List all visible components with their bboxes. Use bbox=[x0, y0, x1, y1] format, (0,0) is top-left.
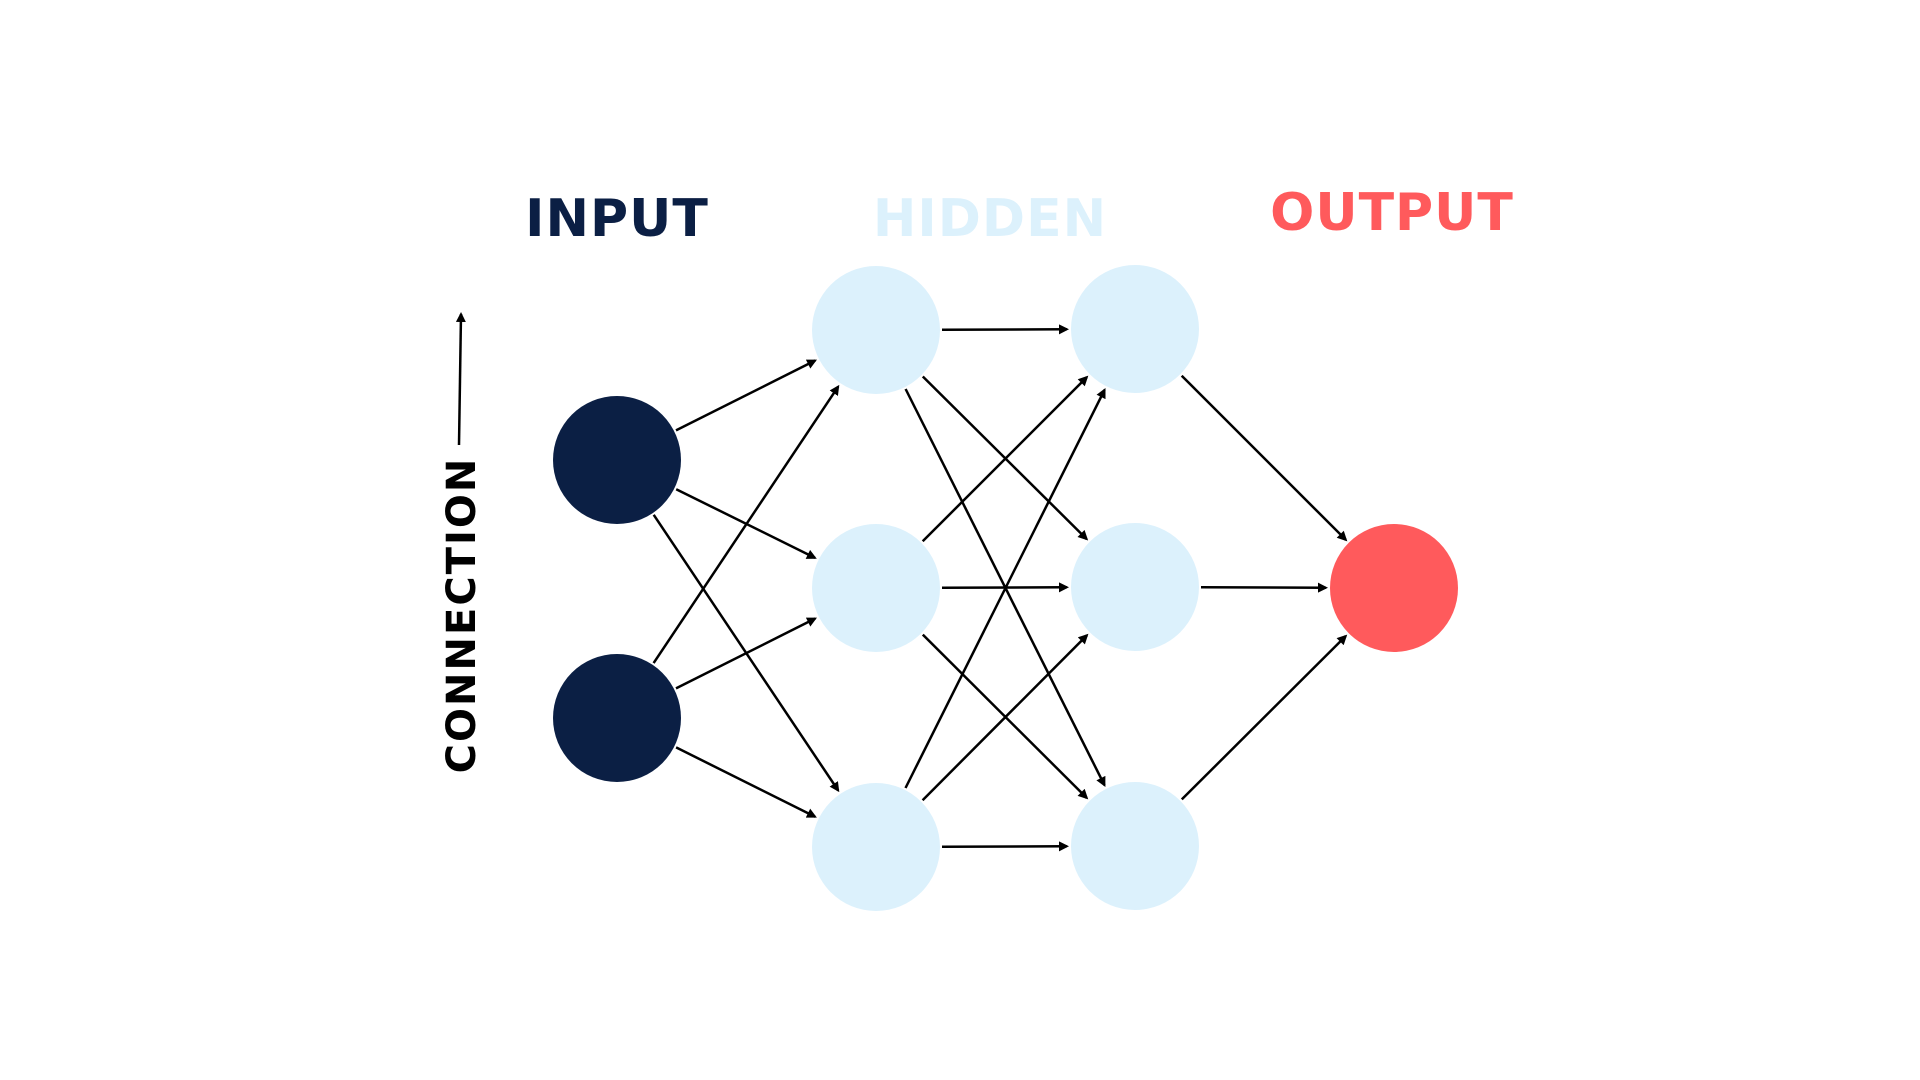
hidden-layer-label: HIDDEN bbox=[873, 189, 1107, 249]
edge-h1b-h2a bbox=[921, 375, 1089, 543]
connection-legend: CONNECTION bbox=[439, 312, 485, 774]
edge-h1c-h2b bbox=[921, 633, 1089, 802]
edge-h2a-o1 bbox=[1180, 374, 1348, 542]
output-layer-label: OUTPUT bbox=[1270, 183, 1514, 243]
edge-i2-h1a bbox=[652, 384, 840, 664]
input-node-i2 bbox=[553, 654, 681, 782]
edge-h2c-o1 bbox=[1180, 634, 1348, 801]
hidden-node-h2c bbox=[1071, 782, 1199, 910]
hidden-node-h1b bbox=[812, 524, 940, 652]
hidden-node-h2b bbox=[1071, 523, 1199, 651]
edge-i1-h1a bbox=[675, 359, 817, 432]
hidden-node-h1c bbox=[812, 783, 940, 911]
network-nodes bbox=[553, 265, 1458, 911]
hidden-node-h2a bbox=[1071, 265, 1199, 393]
output-node-o1 bbox=[1330, 524, 1458, 652]
edge-i2-h1b bbox=[675, 617, 817, 690]
input-layer-label: INPUT bbox=[525, 189, 709, 249]
connection-label: CONNECTION bbox=[439, 457, 485, 774]
connection-legend-arrow bbox=[455, 312, 466, 446]
edge-h1c-h2a bbox=[904, 388, 1106, 789]
hidden-node-h1a bbox=[812, 266, 940, 394]
connection-edges bbox=[652, 324, 1348, 852]
edge-i2-h1c bbox=[675, 746, 817, 818]
input-node-i1 bbox=[553, 396, 681, 524]
